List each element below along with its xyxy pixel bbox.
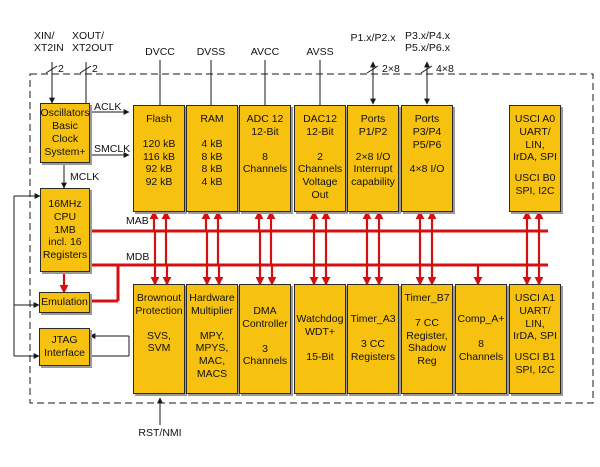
p3p6-bus-width: 4×8 [436,63,454,75]
mab-label: MAB [126,215,149,227]
mdb-label: MDB [126,251,150,263]
smclk-label: SMCLK [94,143,131,155]
top-pin-lines [45,60,433,105]
p1p2-pin-label: P1.x/P2.x [350,32,396,44]
avss-pin-label: AVSS [306,46,334,58]
chip-boundary [29,73,594,404]
xout-pin-label: XOUT/XT2OUT [72,30,114,54]
emulation-block: Emulation [39,292,90,313]
rst-nmi-label: RST/NMI [138,427,182,439]
xin-bus-width: 2 [58,63,64,75]
dvss-pin-label: DVSS [196,46,226,58]
xout-bus-width: 2 [92,63,98,75]
clock-lines [13,109,163,425]
xin-pin-label: XIN/XT2IN [34,30,64,54]
dvcc-pin-label: DVCC [145,46,175,58]
mclk-label: MCLK [70,171,100,183]
avcc-pin-label: AVCC [250,46,280,58]
aclk-label: ACLK [94,101,122,113]
bus-taps [59,210,544,294]
p1p2-bus-width: 2×8 [382,63,400,75]
